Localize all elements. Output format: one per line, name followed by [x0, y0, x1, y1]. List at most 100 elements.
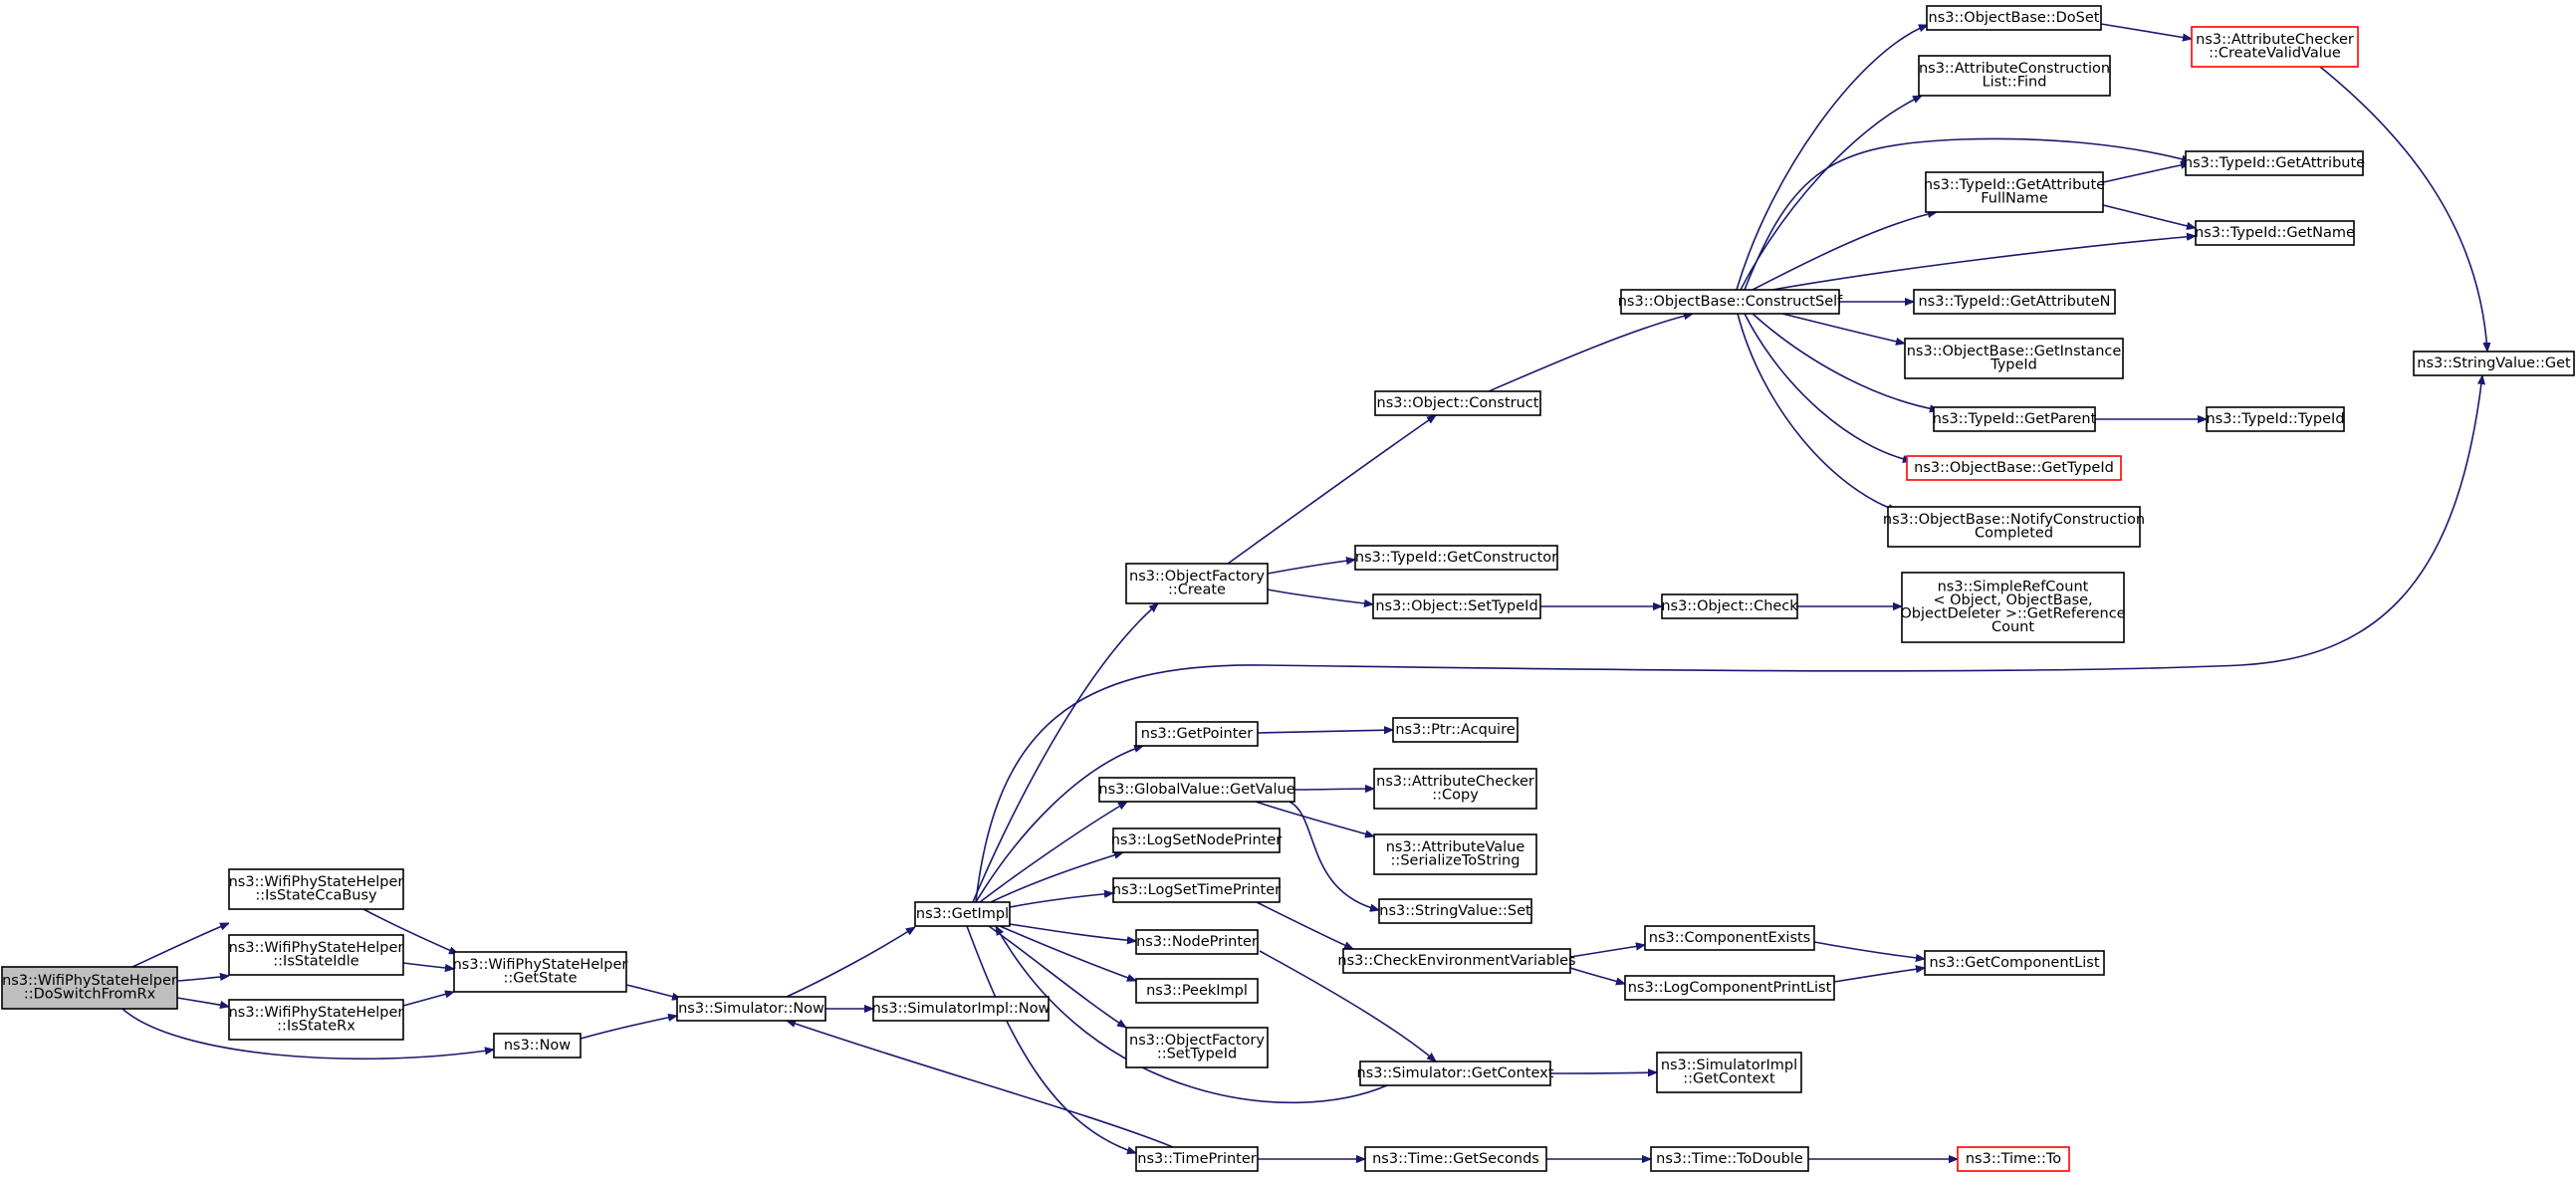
node-box: [1354, 545, 1558, 571]
node-ofsettypeid[interactable]: ns3::ObjectFactory::SetTypeId: [1125, 1027, 1269, 1068]
node-dosset[interactable]: ns3::ObjectBase::DoSet: [1926, 5, 2102, 31]
node-accopy[interactable]: ns3::AttributeChecker::Copy: [1373, 768, 1537, 810]
node-box: [1372, 593, 1541, 619]
node-label: ns3::Ptr::Acquire: [1395, 722, 1515, 738]
node-label: ns3::NodePrinter: [1136, 934, 1258, 950]
node-label: ::SetTypeId: [1157, 1047, 1237, 1062]
node-objconstruct[interactable]: ns3::Object::Construct: [1374, 390, 1541, 416]
edge-ofcreate-to-getconstructor: [1267, 560, 1355, 575]
node-ccabusy[interactable]: ns3::WifiPhyStateHelper::IsStateCcaBusy: [228, 868, 404, 910]
edge-getimpl-to-timeprinter: [966, 925, 1136, 1153]
node-simnow[interactable]: ns3::Simulator::Now: [676, 996, 826, 1022]
node-label: ns3::AttributeChecker: [1376, 774, 1534, 790]
node-box: [1125, 563, 1269, 604]
node-getattributen[interactable]: ns3::TypeId::GetAttributeN: [1913, 289, 2116, 315]
node-label: TypeId: [1990, 357, 2037, 373]
node-ptracquire[interactable]: ns3::Ptr::Acquire: [1392, 717, 1519, 743]
node-getstate[interactable]: ns3::WifiPhyStateHelper::GetState: [453, 951, 628, 993]
node-timeprinter[interactable]: ns3::TimePrinter: [1135, 1146, 1259, 1172]
edge-gvgetvalue-to-svset: [1288, 801, 1379, 910]
node-createvalid[interactable]: ns3::AttributeChecker::CreateValidValue: [2191, 26, 2359, 68]
edge-getattrfullname-to-getattribute: [2102, 163, 2190, 183]
node-avserialize[interactable]: ns3::AttributeValue::SerializeToString: [1373, 833, 1537, 875]
node-objsettypeid[interactable]: ns3::Object::SetTypeId: [1372, 593, 1541, 619]
node-box: [1374, 390, 1541, 416]
node-box: [1378, 898, 1532, 924]
node-simplerefcount[interactable]: ns3::SimpleRefCount< Object, ObjectBase,…: [1900, 572, 2126, 643]
node-timetodouble[interactable]: ns3::Time::ToDouble: [1650, 1146, 1809, 1172]
node-box: [1661, 593, 1798, 619]
node-label: ns3::SimpleRefCount: [1938, 580, 2089, 595]
node-box: [1620, 289, 1840, 315]
node-peekimpl[interactable]: ns3::PeekImpl: [1135, 978, 1259, 1004]
node-getattribute[interactable]: ns3::TypeId::GetAttribute: [2184, 150, 2365, 176]
node-label: ns3::SimulatorImpl::Now: [872, 1001, 1051, 1017]
node-simgetcontext[interactable]: ns3::Simulator::GetContext: [1357, 1060, 1554, 1086]
node-logsetnode[interactable]: ns3::LogSetNodePrinter: [1111, 827, 1283, 853]
node-label: Count: [1991, 619, 2034, 635]
node-now[interactable]: ns3::Now: [493, 1033, 582, 1059]
node-constructself[interactable]: ns3::ObjectBase::ConstructSelf: [1618, 289, 1843, 315]
node-box: [2185, 150, 2364, 176]
node-label: FullName: [1981, 191, 2048, 207]
edge-ofcreate-to-objconstruct: [1227, 415, 1436, 565]
edge-doswitch-to-now: [121, 1008, 494, 1060]
node-box: [1644, 925, 1815, 951]
node-logcompprint[interactable]: ns3::LogComponentPrintList: [1624, 975, 1835, 1001]
node-obgettypeid[interactable]: ns3::ObjectBase::GetTypeId: [1906, 455, 2122, 481]
node-box: [1913, 289, 2116, 315]
edge-objconstruct-to-constructself: [1488, 314, 1693, 392]
node-box: [2191, 26, 2359, 68]
node-simimplnow[interactable]: ns3::SimulatorImpl::Now: [872, 996, 1051, 1022]
node-gvgetvalue[interactable]: ns3::GlobalValue::GetValue: [1098, 777, 1295, 803]
node-compexists[interactable]: ns3::ComponentExists: [1644, 925, 1815, 951]
node-simimplgetcontext[interactable]: ns3::SimulatorImpl::GetContext: [1656, 1052, 1802, 1093]
node-label: ns3::Object::SetTypeId: [1375, 598, 1537, 614]
edge-logcompprint-to-getcomplist: [1833, 968, 1925, 983]
node-label: ::Create: [1168, 583, 1226, 598]
node-getconstructor[interactable]: ns3::TypeId::GetConstructor: [1354, 545, 1558, 571]
node-box: [1135, 721, 1259, 747]
node-box: [1, 966, 178, 1010]
edge-simgetcontext-to-getimpl: [995, 926, 1388, 1104]
edge-getimpl-to-getpointer: [975, 746, 1143, 903]
node-box: [1887, 506, 2141, 548]
node-label: ns3::TypeId::GetConstructor: [1355, 550, 1557, 566]
edge-idle-to-getstate: [402, 962, 454, 969]
node-svset[interactable]: ns3::StringValue::Set: [1378, 898, 1532, 924]
node-box: [1112, 877, 1281, 903]
node-box: [1926, 5, 2102, 31]
node-nodeprinter[interactable]: ns3::NodePrinter: [1135, 929, 1259, 955]
node-timeto[interactable]: ns3::Time::To: [1957, 1146, 2070, 1172]
node-doswitch[interactable]: ns3::WifiPhyStateHelper::DoSwitchFromRx: [1, 966, 178, 1010]
node-label: ns3::PeekImpl: [1146, 983, 1248, 999]
node-idle[interactable]: ns3::WifiPhyStateHelper::IsStateIdle: [228, 934, 404, 976]
node-label: ns3::TypeId::GetParent: [1933, 411, 2097, 427]
edge-simnow-to-getimpl: [786, 926, 915, 998]
node-objcheck[interactable]: ns3::Object::Check: [1661, 593, 1798, 619]
node-typeidtypeid[interactable]: ns3::TypeId::TypeId: [2206, 406, 2345, 432]
edge-constructself-to-aclfind: [1740, 95, 1922, 291]
node-label: ns3::ObjectBase::ConstructSelf: [1618, 294, 1843, 310]
node-timegetseconds[interactable]: ns3::Time::GetSeconds: [1364, 1146, 1547, 1172]
node-getcomplist[interactable]: ns3::GetComponentList: [1924, 950, 2105, 976]
edge-constructself-to-obgettypeid: [1744, 313, 1912, 461]
node-getpointer[interactable]: ns3::GetPointer: [1135, 721, 1259, 747]
node-ofcreate[interactable]: ns3::ObjectFactory::Create: [1125, 563, 1269, 604]
node-getname[interactable]: ns3::TypeId::GetName: [2195, 220, 2355, 246]
node-label: ns3::ObjectBase::GetInstance: [1907, 344, 2122, 359]
node-getparent[interactable]: ns3::TypeId::GetParent: [1933, 406, 2097, 432]
node-rx[interactable]: ns3::WifiPhyStateHelper::IsStateRx: [228, 999, 404, 1041]
node-getimpl[interactable]: ns3::GetImpl: [914, 901, 1011, 927]
node-notifyconstruction[interactable]: ns3::ObjectBase::NotifyConstructionCompl…: [1883, 506, 2145, 548]
node-checkenv[interactable]: ns3::CheckEnvironmentVariables: [1337, 948, 1576, 974]
node-logsettime[interactable]: ns3::LogSetTimePrinter: [1112, 877, 1281, 903]
node-svget[interactable]: ns3::StringValue::Get: [2413, 351, 2575, 376]
node-label: ::CreateValidValue: [2209, 46, 2341, 62]
node-label: ns3::LogSetTimePrinter: [1112, 882, 1281, 898]
node-label: ::SerializeToString: [1391, 853, 1521, 869]
